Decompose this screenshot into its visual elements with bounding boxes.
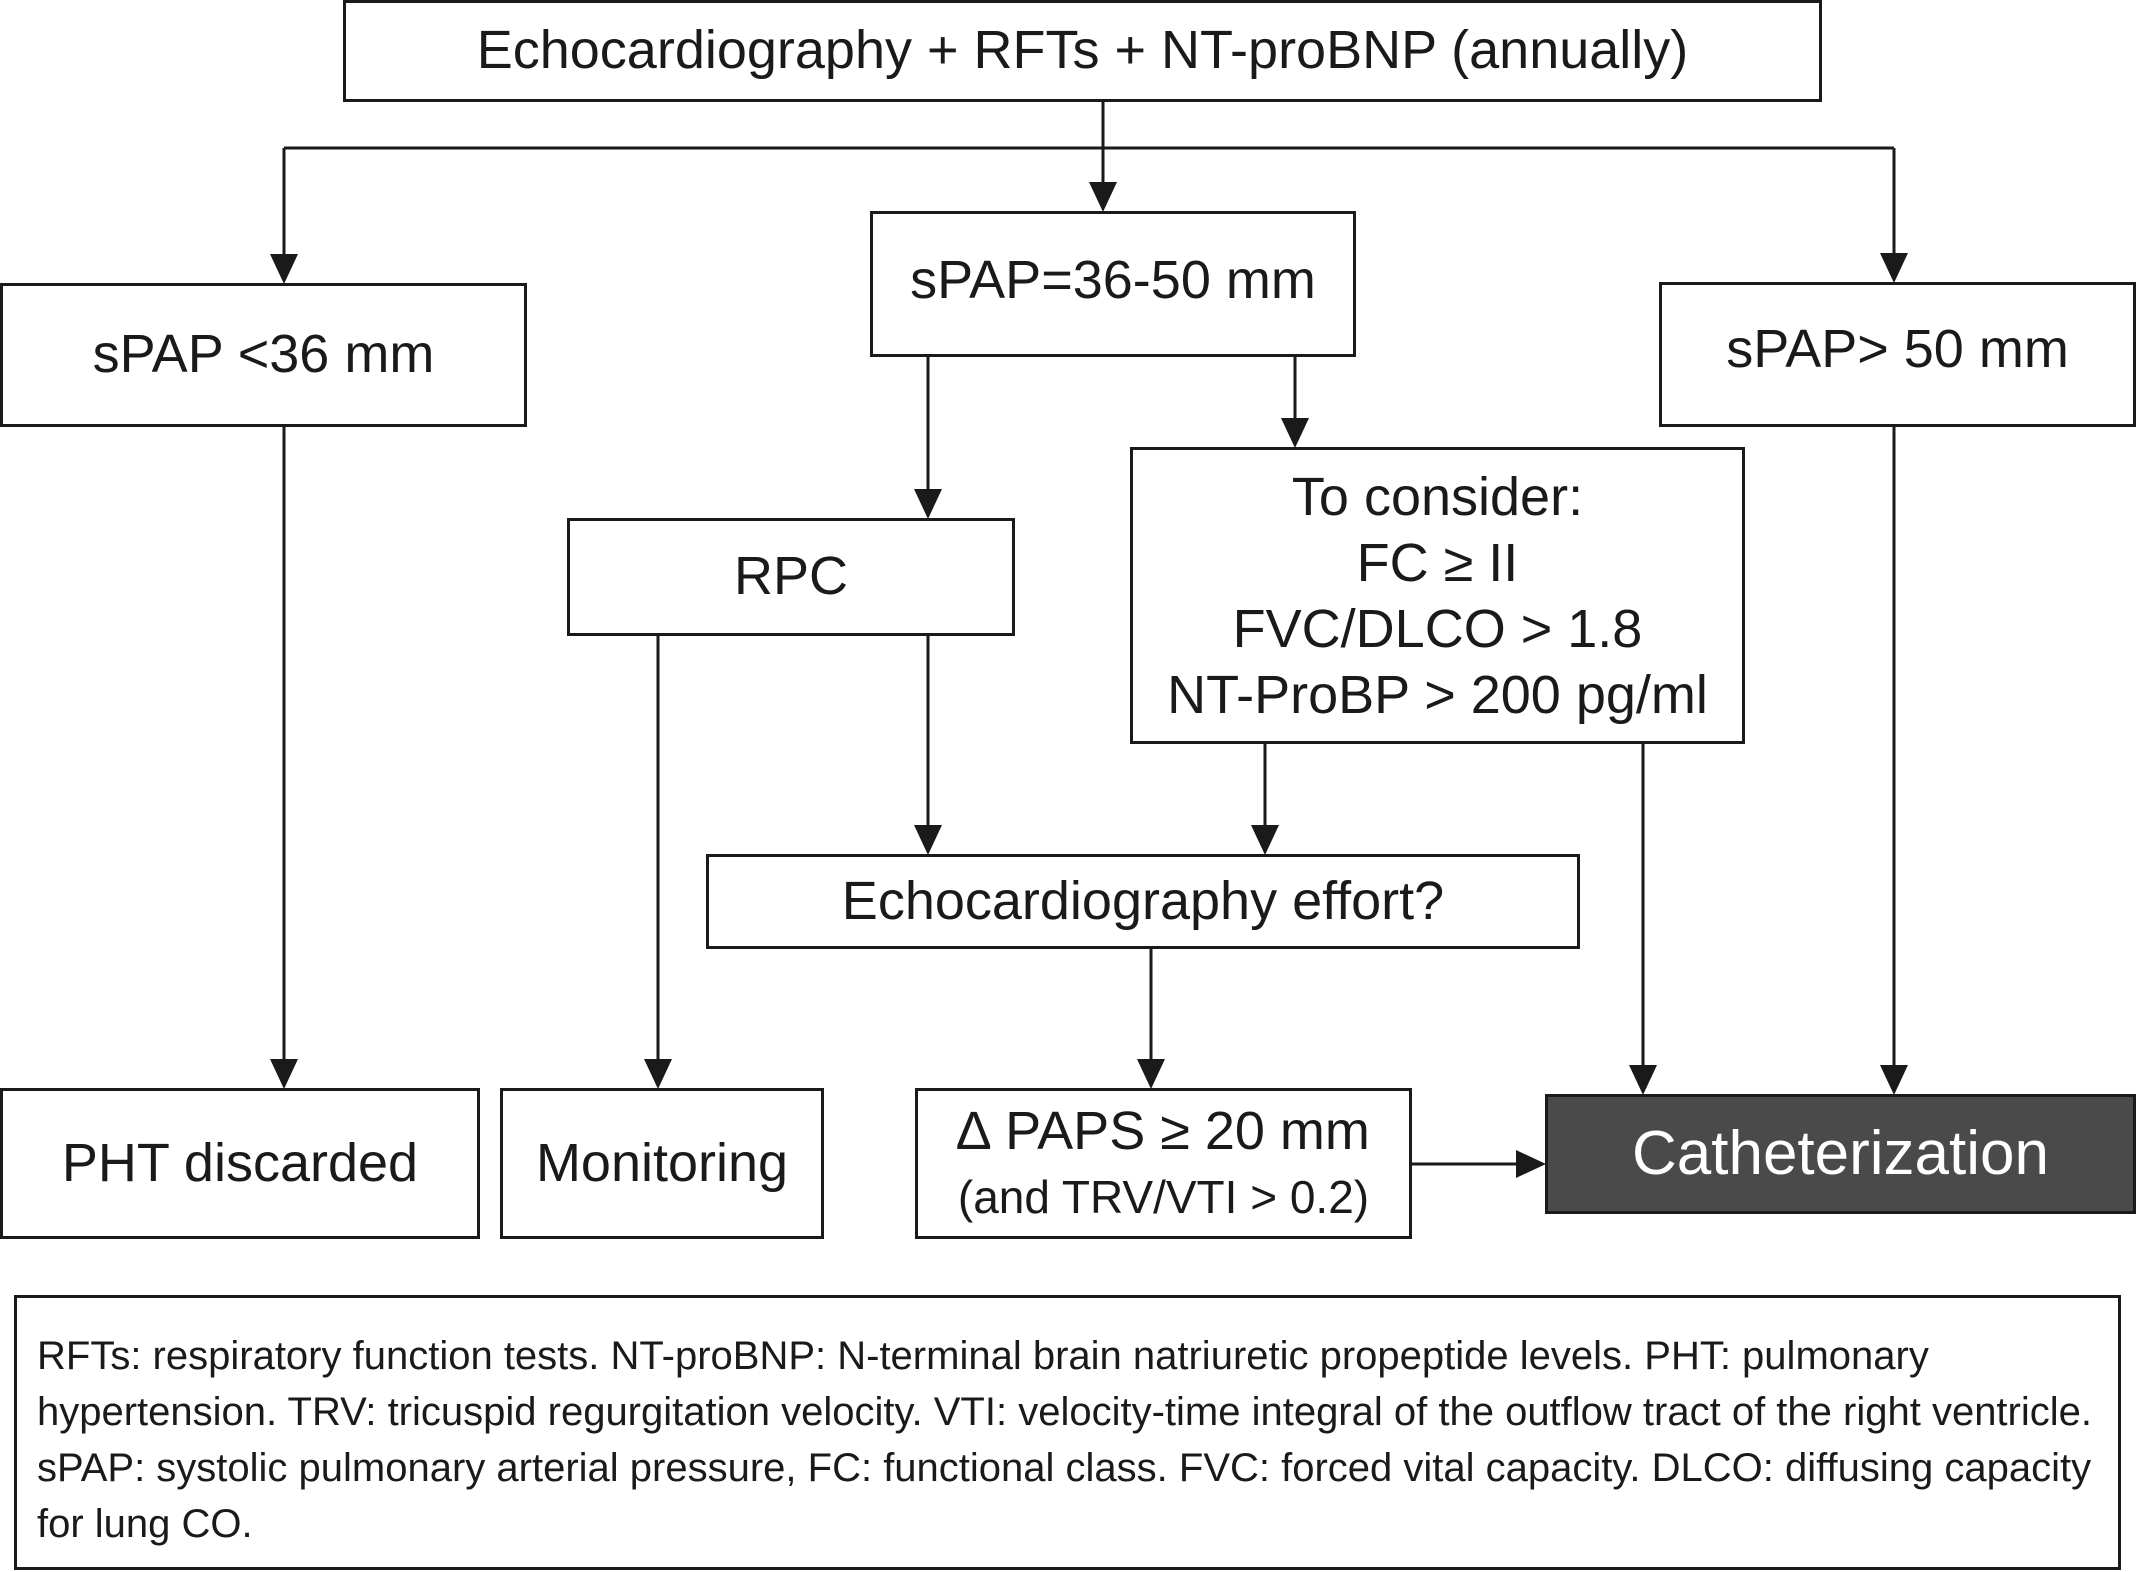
node-label: NT-ProBP > 200 pg/ml — [1167, 664, 1708, 725]
node-label: Monitoring — [535, 1132, 789, 1193]
node-label: ∆ PAPS ≥ 20 mm — [957, 1100, 1370, 1161]
arrowhead — [1516, 1150, 1546, 1178]
node-spap-high: sPAP> 50 mm — [1659, 282, 2136, 427]
node-label: sPAP <36 mm — [92, 324, 435, 385]
node-rpc: RPC — [567, 518, 1015, 636]
arrowhead — [270, 1059, 298, 1089]
node-label: sPAP> 50 mm — [1726, 318, 2069, 379]
arrowhead — [1880, 1065, 1908, 1095]
arrowhead — [270, 254, 298, 284]
node-monitoring: Monitoring — [500, 1088, 824, 1239]
arrowhead — [1251, 825, 1279, 855]
node-label: RPC — [733, 546, 848, 607]
node-echo-effort: Echocardiography effort? — [706, 854, 1580, 949]
node-pht-discarded: PHT discarded — [0, 1088, 480, 1239]
node-consider: To consider: FC ≥ II FVC/DLCO > 1.8 NT-P… — [1130, 447, 1745, 744]
node-label: FC ≥ II — [1356, 532, 1519, 593]
abbreviations-legend: RFTs: respiratory function tests. NT-pro… — [14, 1295, 2121, 1570]
node-label: Echocardiography effort? — [841, 870, 1445, 931]
node-label: Catheterization — [1631, 1119, 2050, 1189]
legend-text: RFTs: respiratory function tests. NT-pro… — [37, 1334, 2092, 1546]
arrowhead — [644, 1059, 672, 1089]
node-label: Echocardiography + RFTs + NT-proBNP (ann… — [476, 20, 1689, 81]
arrowhead — [1880, 253, 1908, 283]
arrowhead — [914, 489, 942, 519]
node-annual-screening: Echocardiography + RFTs + NT-proBNP (ann… — [343, 0, 1822, 102]
arrowhead — [1629, 1065, 1657, 1095]
node-delta-paps: ∆ PAPS ≥ 20 mm (and TRV/VTI > 0.2) — [915, 1088, 1412, 1239]
node-label: To consider: — [1291, 466, 1584, 527]
node-spap-low: sPAP <36 mm — [0, 283, 527, 427]
arrowhead — [1089, 182, 1117, 212]
node-label: sPAP=36-50 mm — [910, 250, 1316, 311]
node-label: (and TRV/VTI > 0.2) — [957, 1170, 1370, 1223]
node-label: FVC/DLCO > 1.8 — [1232, 598, 1643, 659]
node-catheterization: Catheterization — [1545, 1094, 2136, 1214]
arrowhead — [1281, 418, 1309, 448]
node-label: PHT discarded — [61, 1132, 419, 1193]
arrowhead — [1137, 1059, 1165, 1089]
node-spap-mid: sPAP=36-50 mm — [870, 211, 1356, 357]
arrowhead — [914, 825, 942, 855]
